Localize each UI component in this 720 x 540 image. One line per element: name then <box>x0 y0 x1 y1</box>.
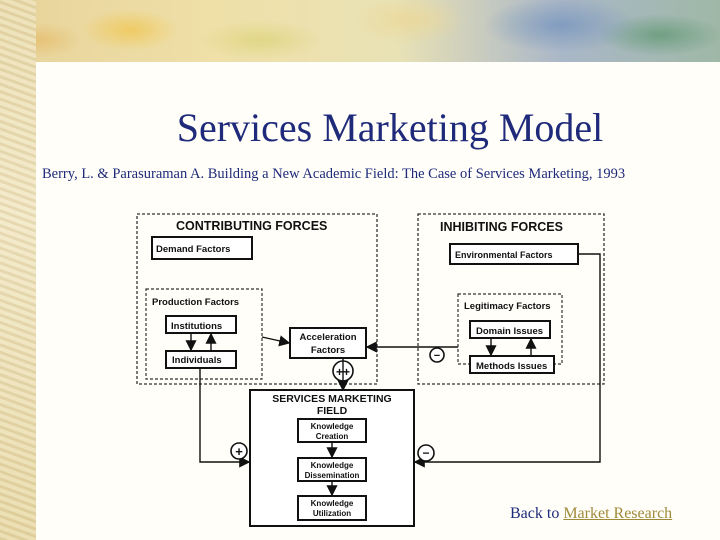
knowledge-utilization-line1: Knowledge <box>311 499 354 508</box>
citation: Berry, L. & Parasuraman A. Building a Ne… <box>42 166 626 182</box>
inhibiting-forces-box <box>417 213 605 385</box>
production-factors-label: Production Factors <box>152 297 239 308</box>
slide-title: Services Marketing Model <box>176 105 604 150</box>
market-research-link[interactable]: Market Research <box>563 505 673 522</box>
demand-factors-label: Demand Factors <box>156 244 230 255</box>
acceleration-factors-label-line2: Factors <box>311 345 345 356</box>
knowledge-creation-line1: Knowledge <box>311 422 354 431</box>
acceleration-factors-label-line1: Acceleration <box>299 332 356 343</box>
knowledge-creation-line2: Creation <box>316 432 349 441</box>
knowledge-utilization-line2: Utilization <box>313 509 351 518</box>
institutions-label: Institutions <box>171 321 222 332</box>
institutions-box <box>165 315 237 334</box>
contributing-forces-heading: CONTRIBUTING FORCES <box>176 219 327 233</box>
methods-issues-label: Methods Issues <box>476 361 547 372</box>
minus-sign-legitimacy <box>429 347 445 363</box>
back-prefix: Back to <box>510 505 560 522</box>
knowledge-dissemination-line1: Knowledge <box>311 461 354 470</box>
domain-issues-label: Domain Issues <box>476 326 543 337</box>
methods-issues-box <box>469 355 555 374</box>
inhibiting-forces-heading: INHIBITING FORCES <box>440 220 563 234</box>
services-marketing-diagram: CONTRIBUTING FORCES Demand Factors Produ… <box>136 213 605 527</box>
minus-text-legitimacy: − <box>434 350 440 362</box>
individuals-label: Individuals <box>172 355 222 366</box>
environmental-factors-label: Environmental Factors <box>455 250 553 260</box>
contributing-forces-box <box>136 213 378 385</box>
field-label-line1: SERVICES MARKETING <box>272 393 391 405</box>
leaf-banner <box>0 0 720 62</box>
demand-factors-box <box>151 236 253 260</box>
knowledge-dissemination-line2: Dissemination <box>305 471 360 480</box>
acceleration-factors-box <box>289 327 367 359</box>
back-navigation: Back to Market Research <box>510 505 672 523</box>
domain-issues-box <box>469 320 551 339</box>
minus-text: − <box>422 446 429 460</box>
parchment-strip <box>0 0 36 540</box>
production-factors-group <box>145 288 263 380</box>
legitimacy-factors-label: Legitimacy Factors <box>464 301 551 312</box>
plus-text: + <box>235 444 243 459</box>
field-label-line2: FIELD <box>317 405 348 417</box>
plus-sign <box>230 442 248 460</box>
minus-sign <box>417 444 435 462</box>
